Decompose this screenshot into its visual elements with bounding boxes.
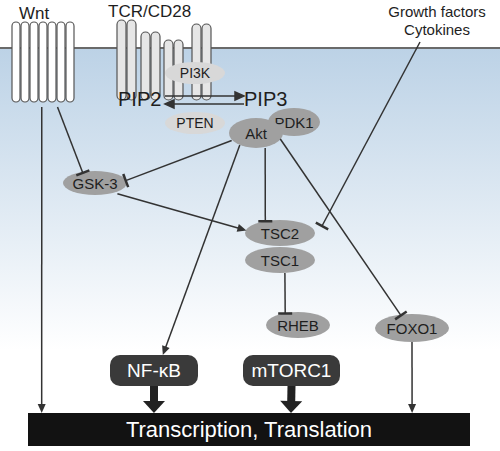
node-text: PTEN xyxy=(176,115,213,131)
node-text: RHEB xyxy=(277,317,319,334)
connector xyxy=(123,141,231,188)
connector xyxy=(408,342,416,413)
node-text: FOXO1 xyxy=(387,320,438,337)
arrow-head xyxy=(408,404,416,413)
node-text: Transcription, Translation xyxy=(126,417,372,443)
complex-box: NF-κB xyxy=(110,355,198,386)
receptor-label: Wnt xyxy=(5,2,80,107)
connector-line xyxy=(411,342,413,406)
protein-ellipse: FOXO1 xyxy=(375,314,449,342)
arrow-head xyxy=(162,345,170,355)
node-text: TSC1 xyxy=(261,252,299,269)
protein-ellipse: TSC2 xyxy=(245,220,315,246)
connector xyxy=(143,386,165,413)
membrane xyxy=(0,47,500,49)
node-text: GSK-3 xyxy=(72,175,117,192)
arrow-head xyxy=(280,401,302,413)
wnt-receptor xyxy=(12,22,74,102)
node-text: mTORC1 xyxy=(252,360,332,382)
connector xyxy=(162,145,240,355)
connector-line xyxy=(165,145,240,348)
connector-line xyxy=(41,107,43,406)
growth-factor-inhibition xyxy=(316,42,420,229)
connector-line xyxy=(117,194,239,229)
connector xyxy=(258,148,272,221)
arrow-head xyxy=(38,404,46,413)
protein-ellipse: PI3K xyxy=(165,62,225,84)
connector xyxy=(278,273,292,314)
connector-line xyxy=(150,386,158,403)
protein-ellipse: Akt xyxy=(229,118,283,148)
connector xyxy=(38,107,46,413)
connector xyxy=(280,386,302,413)
connector xyxy=(58,107,90,175)
input-label: Growth factors Cytokines xyxy=(382,3,492,39)
connector-line xyxy=(284,273,286,314)
pip-conversion-arrows xyxy=(165,92,244,108)
node-text: TCR/CD28 xyxy=(108,2,191,22)
connector-line xyxy=(264,148,266,221)
protein-ellipse: TSC1 xyxy=(245,247,315,273)
connector-line xyxy=(126,141,232,181)
node-text: Wnt xyxy=(19,4,49,24)
connector xyxy=(117,194,246,232)
protein-ellipse: GSK-3 xyxy=(63,171,127,195)
cytoplasm xyxy=(0,48,500,451)
output-bar: Transcription, Translation xyxy=(28,413,470,446)
connector-line xyxy=(58,107,83,173)
node-text: TSC2 xyxy=(261,225,299,242)
protein-ellipse: PTEN xyxy=(165,112,225,134)
node-text: PI3K xyxy=(180,65,210,81)
node-text: Akt xyxy=(245,125,267,142)
lipid-label: PIP3 xyxy=(244,87,294,111)
node-text: NF-κB xyxy=(127,360,181,382)
complex-box: mTORC1 xyxy=(243,355,340,386)
lipid-label: PIP2 xyxy=(118,87,168,111)
arrow-head xyxy=(143,401,165,413)
receptor-label: TCR/CD28 xyxy=(105,2,220,102)
protein-ellipse: RHEB xyxy=(266,312,330,338)
connector-line xyxy=(287,386,295,403)
